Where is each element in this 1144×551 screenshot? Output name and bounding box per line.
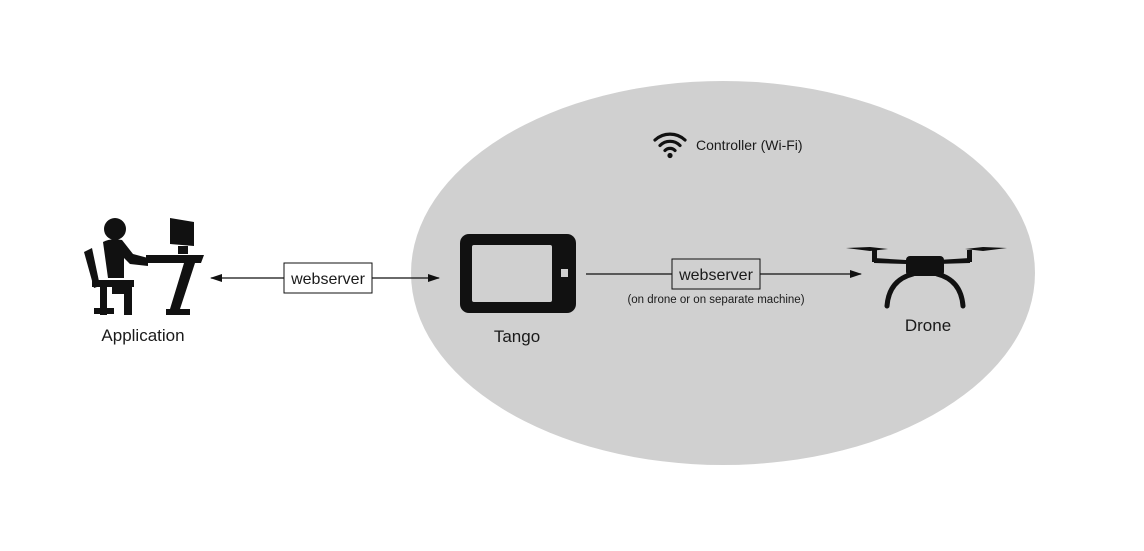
webserver-note: (on drone or on separate machine) [627, 294, 804, 306]
drone-icon [846, 247, 1007, 309]
tablet-icon [460, 234, 576, 313]
drone-label: Drone [905, 316, 951, 335]
webserver-label-right: webserver [678, 267, 753, 284]
application-label: Application [101, 326, 184, 345]
webserver-box-left [283, 262, 373, 294]
webserver-box-right [671, 258, 761, 290]
wifi-icon [653, 132, 687, 159]
person-at-computer-icon [84, 218, 204, 315]
tango-label: Tango [494, 327, 540, 346]
controller-label: Controller (Wi-Fi) [696, 137, 803, 153]
webserver-label-left: webserver [290, 271, 365, 288]
